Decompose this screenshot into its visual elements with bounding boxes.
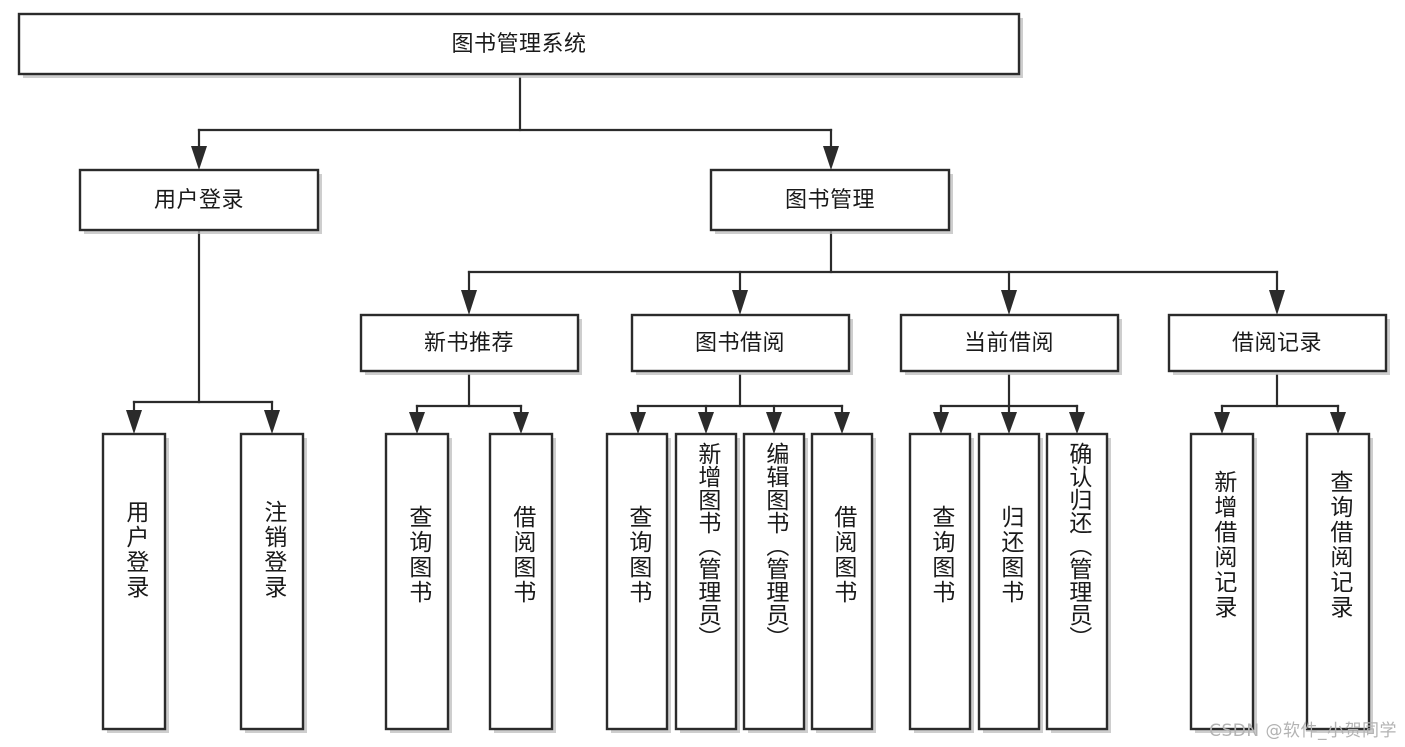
arrowhead-leaf-borrow-book-1	[513, 412, 529, 434]
arrowhead-leaf-borrow-book-2	[834, 412, 850, 434]
leaf-boxes-group	[101, 432, 1373, 733]
arrowhead-leaf-return-book	[1001, 412, 1017, 434]
leaf-confirm-return-box[interactable]	[1045, 432, 1109, 731]
leaf-add-record-box[interactable]	[1189, 432, 1255, 731]
arrowhead-leaf-add-book	[698, 412, 714, 434]
leaf-edit-book-box[interactable]	[742, 432, 806, 731]
node-current-borrow-label: 当前借阅	[964, 331, 1054, 356]
leaf-borrow-book-2-box[interactable]	[810, 432, 874, 731]
node-root[interactable]: 图书管理系统	[17, 12, 1023, 78]
node-user-login-box[interactable]	[78, 168, 320, 232]
node-root-box[interactable]	[17, 12, 1021, 76]
node-new-book-rec-label: 新书推荐	[424, 331, 514, 356]
node-borrow-record-box[interactable]	[1167, 313, 1388, 373]
leaf-query-record-box[interactable]	[1305, 432, 1371, 731]
node-book-manage-box[interactable]	[709, 168, 951, 232]
node-book-borrow[interactable]: 图书借阅	[630, 313, 853, 375]
node-book-manage-label: 图书管理	[785, 188, 875, 213]
leaf-query-book-3-box[interactable]	[908, 432, 972, 731]
node-root-label: 图书管理系统	[451, 32, 586, 57]
arrowhead-leaf-confirm-return	[1069, 412, 1085, 434]
leaf-query-book-2-box[interactable]	[605, 432, 669, 731]
node-book-borrow-label: 图书借阅	[695, 331, 785, 356]
arrowhead-book-borrow	[732, 290, 748, 315]
leaf-return-book-box[interactable]	[977, 432, 1041, 731]
node-user-login[interactable]: 用户登录	[78, 168, 322, 234]
arrowhead-leaf-query-record	[1330, 412, 1346, 434]
arrowhead-book-manage	[823, 146, 839, 170]
node-borrow-record[interactable]: 借阅记录	[1167, 313, 1390, 375]
node-borrow-record-label: 借阅记录	[1232, 331, 1322, 356]
node-book-manage[interactable]: 图书管理	[709, 168, 953, 234]
arrowhead-leaf-logout-login	[264, 410, 280, 434]
leaf-user-login-box[interactable]	[101, 432, 167, 731]
arrowhead-leaf-user-login	[126, 410, 142, 434]
leaf-query-book-1-box[interactable]	[384, 432, 450, 731]
arrowhead-new-book-rec	[461, 290, 477, 315]
arrowhead-leaf-query-book-3	[933, 412, 949, 434]
arrowhead-leaf-query-book-2	[630, 412, 646, 434]
connector-group	[126, 76, 1346, 434]
csdn-watermark: CSDN @软件_小贺同学	[1209, 721, 1397, 741]
arrowhead-current-borrow	[1001, 290, 1017, 315]
arrowhead-borrow-record	[1269, 290, 1285, 315]
arrowhead-leaf-edit-book	[766, 412, 782, 434]
leaf-add-book-box[interactable]	[674, 432, 738, 731]
node-new-book-rec-box[interactable]	[359, 313, 580, 373]
node-current-borrow-box[interactable]	[899, 313, 1120, 373]
arrowhead-leaf-add-record	[1214, 412, 1230, 434]
leaf-logout-login-box[interactable]	[239, 432, 305, 731]
node-new-book-rec[interactable]: 新书推荐	[359, 313, 582, 375]
node-user-login-label: 用户登录	[154, 188, 244, 213]
node-book-borrow-box[interactable]	[630, 313, 851, 373]
arrowhead-user-login	[191, 146, 207, 170]
leaf-borrow-book-1-box[interactable]	[488, 432, 554, 731]
node-current-borrow[interactable]: 当前借阅	[899, 313, 1122, 375]
arrowhead-leaf-query-book-1	[409, 412, 425, 434]
